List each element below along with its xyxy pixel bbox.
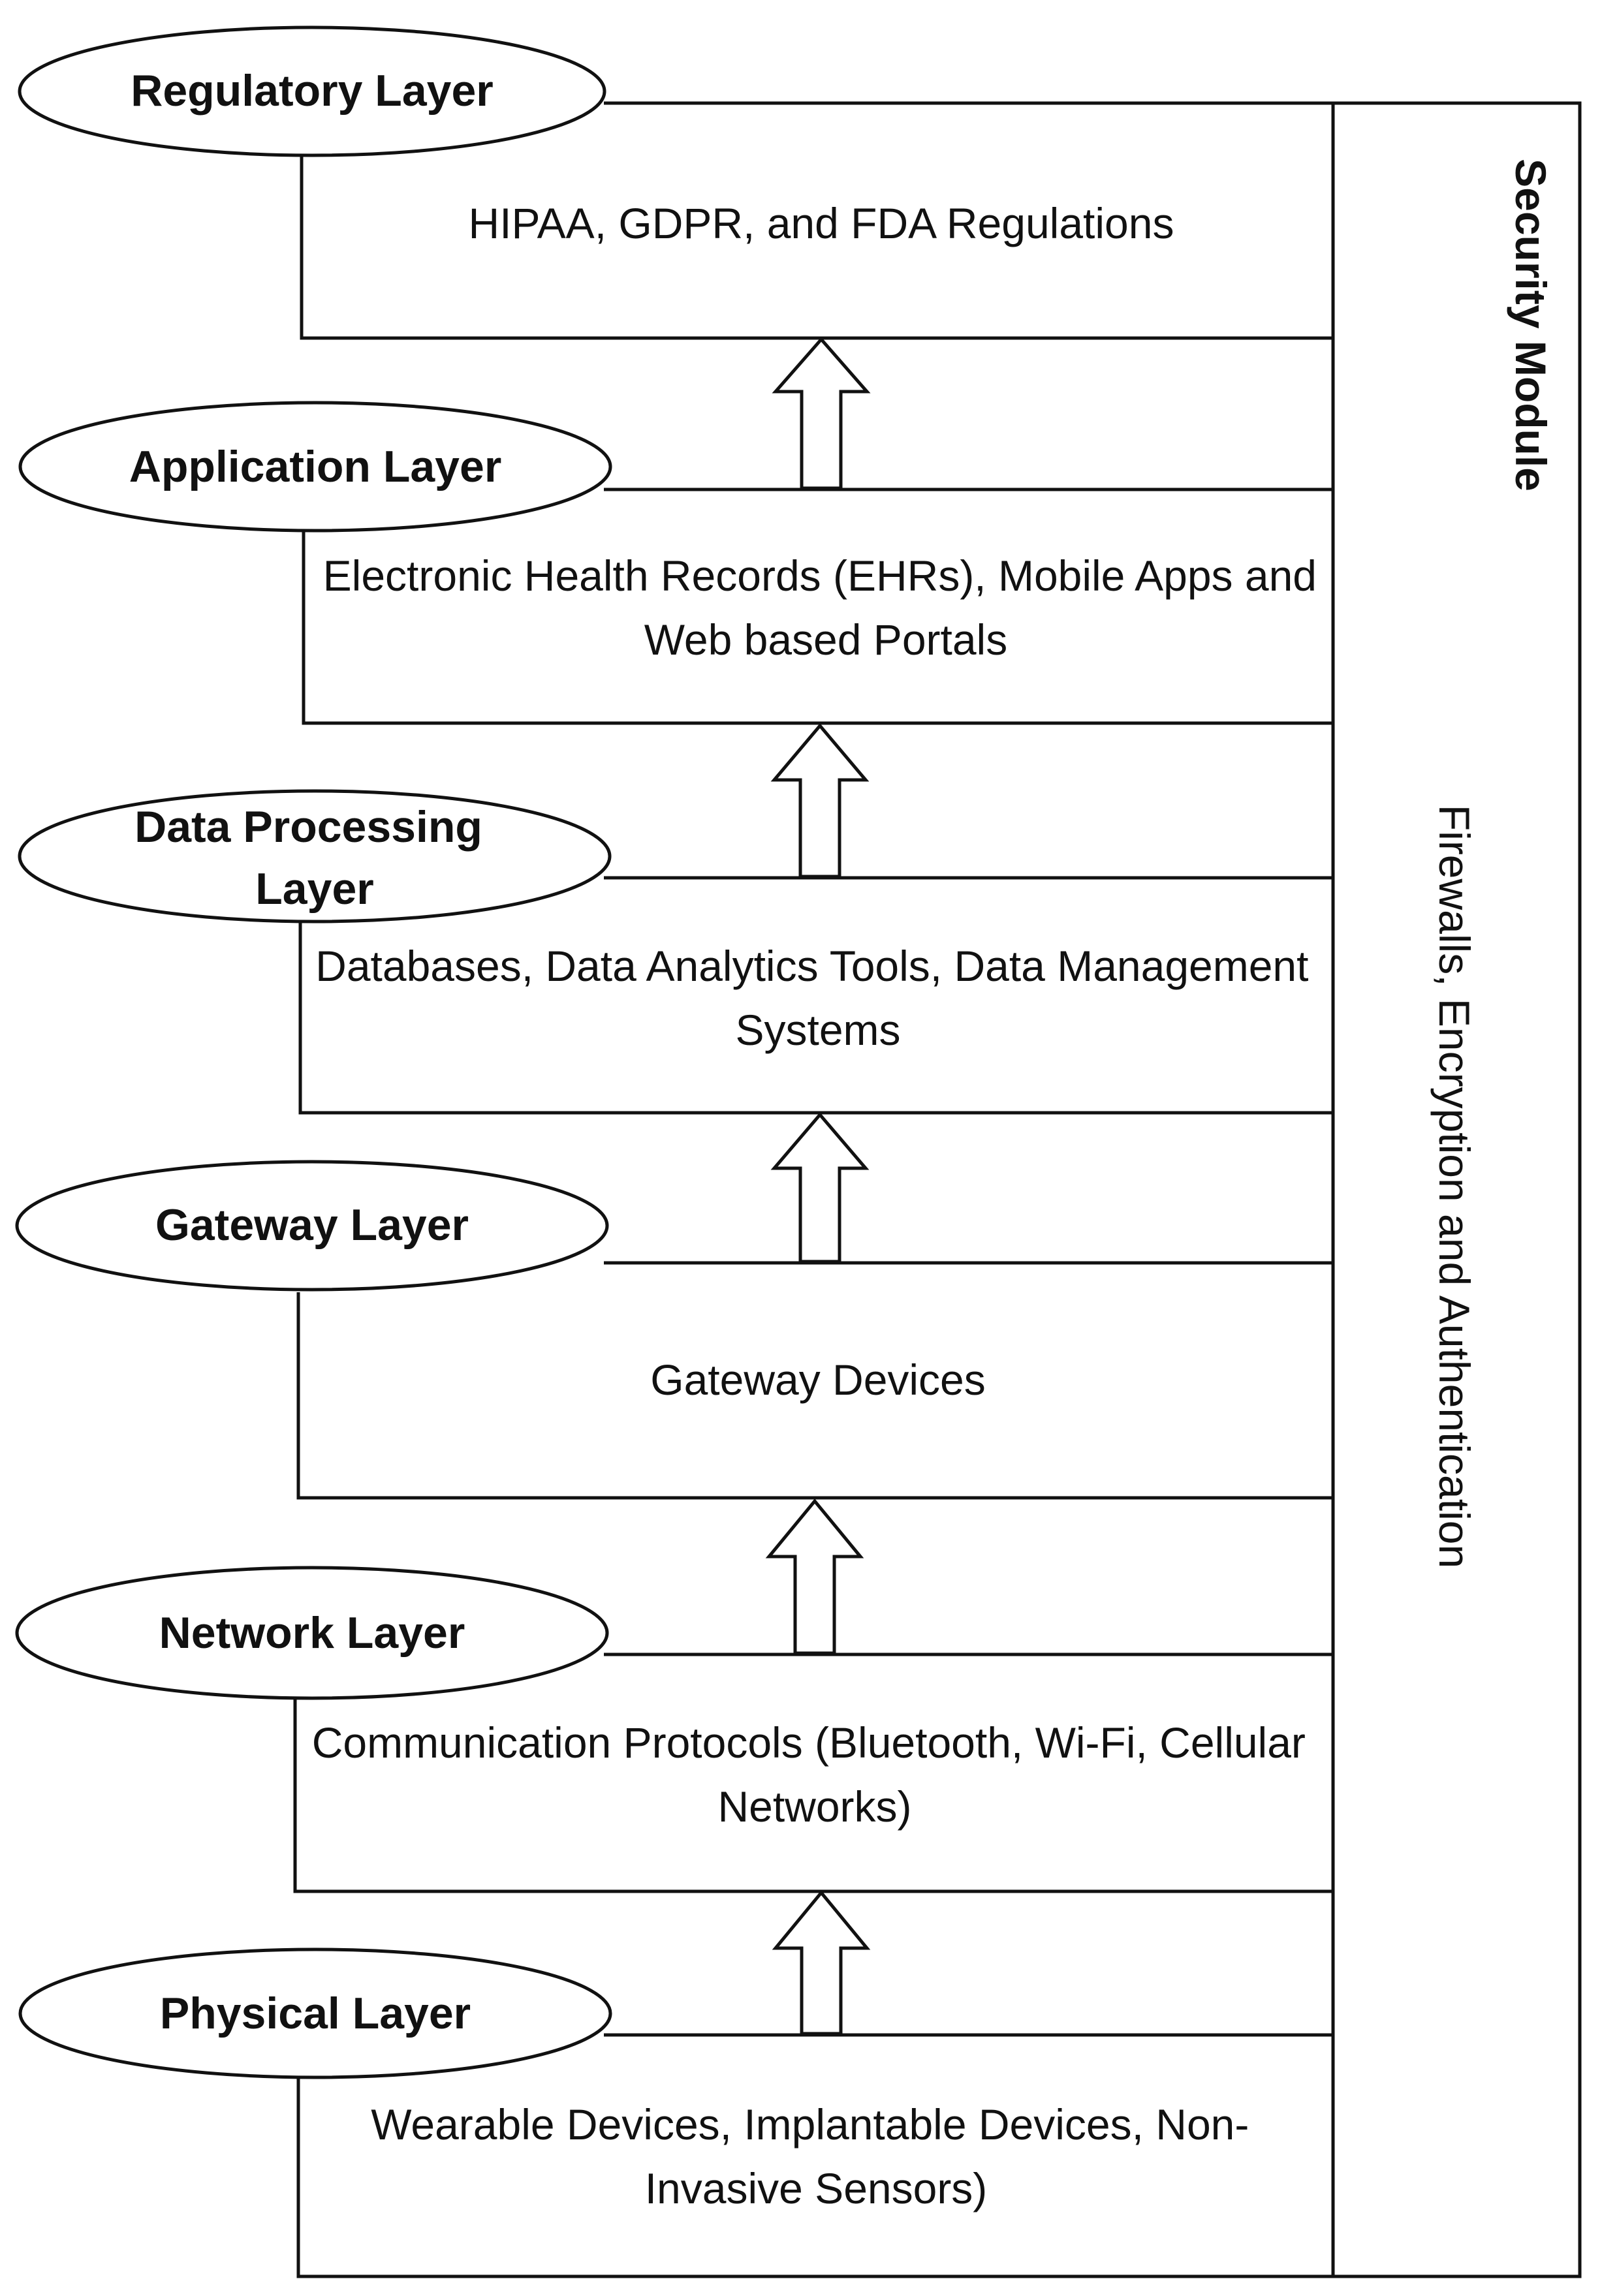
layer-box-regulatory xyxy=(300,101,1333,340)
layer-ellipse-network xyxy=(15,1566,609,1700)
layer-desc-network: Communication Protocols (Bluetooth, Wi-F… xyxy=(312,1718,1318,1831)
layer-box-gateway xyxy=(296,1261,1333,1500)
layer-ellipse-regulatory xyxy=(18,25,606,157)
layer-name-application: Application Layer xyxy=(129,442,502,491)
arrow-up-icon xyxy=(772,337,871,490)
layer-box-application xyxy=(302,488,1333,725)
security-module-title: Security Module xyxy=(1507,159,1555,491)
arrow-up-icon xyxy=(765,1498,864,1655)
layer-box-data-processing xyxy=(298,876,1333,1115)
arrow-up-icon xyxy=(770,1112,870,1264)
layer-desc-application: Electronic Health Records (EHRs), Mobile… xyxy=(323,551,1329,664)
layer-desc-regulatory: HIPAA, GDPR, and FDA Regulations xyxy=(469,199,1174,247)
layer-ellipse-application xyxy=(18,401,612,533)
arrow-up-icon xyxy=(772,1890,871,2036)
layer-name-physical: Physical Layer xyxy=(160,1989,471,2038)
layer-ellipse-physical xyxy=(18,1947,612,2079)
layer-name-regulatory: Regulatory Layer xyxy=(131,66,494,116)
layer-box-physical xyxy=(296,2033,1333,2278)
layer-name-network: Network Layer xyxy=(159,1608,465,1658)
layer-desc-gateway: Gateway Devices xyxy=(650,1356,986,1404)
layer-name-data-processing: Data Processing Layer xyxy=(134,802,495,914)
security-module-description: Firewalls, Encryption and Authentication xyxy=(1430,805,1479,1568)
layer-ellipse-gateway xyxy=(15,1160,609,1292)
security-module-frame xyxy=(1331,101,1582,2278)
layer-ellipse-data-processing xyxy=(18,789,612,923)
arrow-up-icon xyxy=(770,723,870,878)
layer-box-network xyxy=(293,1652,1333,1893)
layer-desc-physical: Wearable Devices, Implantable Devices, N… xyxy=(371,2100,1261,2212)
layer-desc-data-processing: Databases, Data Analytics Tools, Data Ma… xyxy=(315,942,1321,1054)
layer-name-gateway: Gateway Layer xyxy=(155,1200,469,1250)
